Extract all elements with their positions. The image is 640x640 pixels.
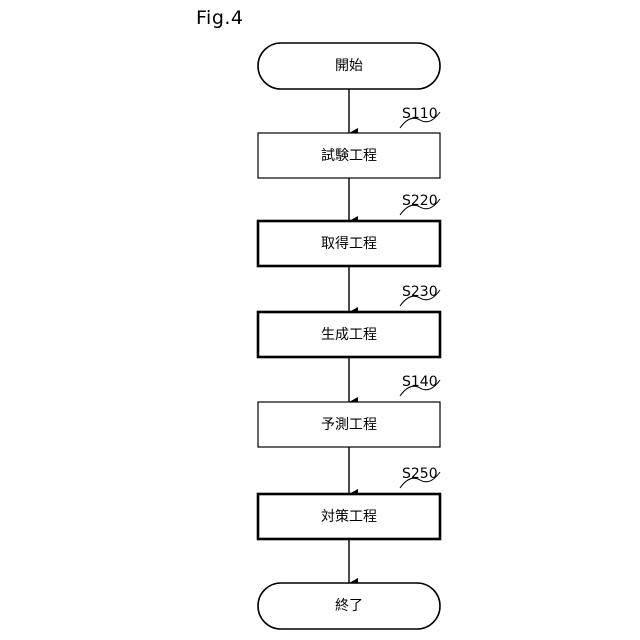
step-5-id: S250 — [402, 466, 438, 482]
step-4-label: 予測工程 — [321, 417, 377, 433]
start-terminal-label: 開始 — [335, 58, 363, 74]
step-1-id: S110 — [402, 106, 438, 122]
step-4-id: S140 — [402, 374, 438, 390]
step-1-label: 試験工程 — [321, 148, 377, 164]
end-terminal: 終了 — [258, 583, 440, 629]
step-5-label: 対策工程 — [321, 508, 377, 525]
step-2-id: S220 — [402, 193, 438, 209]
start-terminal: 開始 — [258, 43, 440, 89]
step-3-id: S230 — [402, 284, 438, 300]
step-2-label: 取得工程 — [321, 235, 377, 252]
end-terminal-label: 終了 — [335, 598, 363, 614]
step-3-label: 生成工程 — [321, 327, 377, 343]
